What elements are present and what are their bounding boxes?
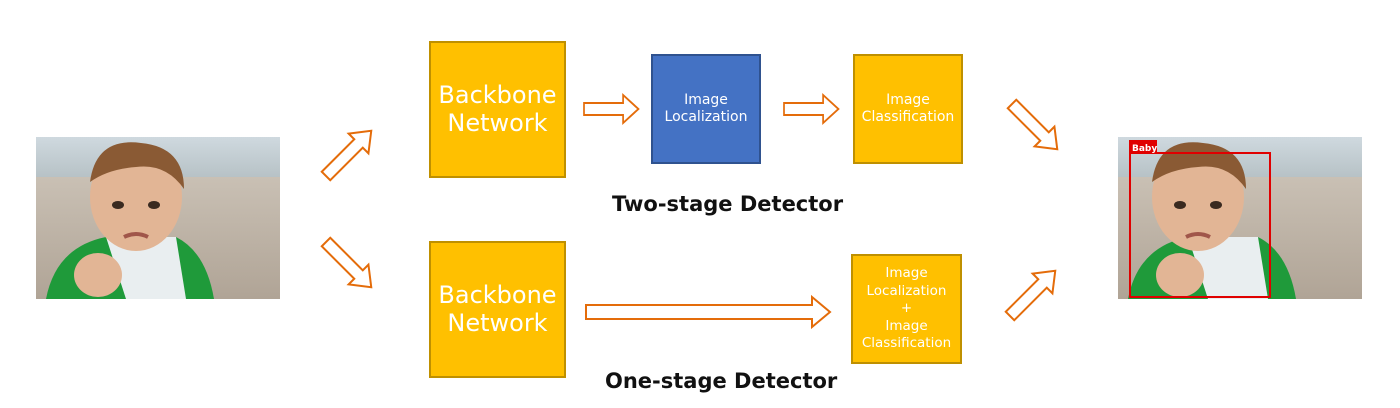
image-localization-box: Image Localization — [651, 54, 761, 164]
top-backbone-line2: Network — [447, 108, 548, 137]
two-stage-detector-label: Two-stage Detector — [612, 192, 844, 216]
combined-line-2: Localization — [866, 282, 947, 299]
classification-line2: Classification — [861, 109, 955, 125]
top-backbone-line1: Backbone — [438, 81, 557, 110]
combined-line-1: Image — [885, 265, 928, 282]
bottom-backbone-line2: Network — [447, 308, 548, 337]
arrow-input-to-top-backbone — [315, 119, 383, 187]
one-stage-detector-label: One-stage Detector — [605, 369, 838, 393]
input-baby-photo — [36, 137, 280, 299]
bottom-backbone-line1: Backbone — [438, 281, 557, 310]
arrow-combined-to-output — [999, 259, 1067, 327]
bottom-backbone-network-box: Backbone Network — [429, 241, 566, 378]
top-backbone-network-box: Backbone Network — [429, 41, 566, 178]
detection-bounding-box — [1129, 152, 1271, 298]
combined-line-4: Image — [885, 317, 928, 334]
arrow-classification-to-output — [1001, 93, 1069, 161]
localization-line1: Image — [684, 92, 728, 109]
image-classification-box: Image Classification — [853, 54, 963, 164]
detection-tag: Baby — [1132, 144, 1157, 154]
combined-line-3: + — [900, 300, 913, 317]
combined-line-5: Classification — [861, 335, 952, 352]
arrow-backbone-to-localization — [583, 94, 640, 124]
output-baby-photo: Baby — [1118, 137, 1362, 299]
detection-tag-background — [1129, 140, 1157, 154]
combined-localization-classification-box: Image Localization + Image Classificatio… — [851, 254, 962, 364]
classification-line1: Image — [886, 92, 930, 109]
arrow-input-to-bottom-backbone — [315, 231, 383, 299]
arrow-localization-to-classification — [783, 94, 840, 124]
localization-line2: Localization — [664, 109, 748, 125]
arrow-backbone-to-combined — [585, 294, 832, 330]
